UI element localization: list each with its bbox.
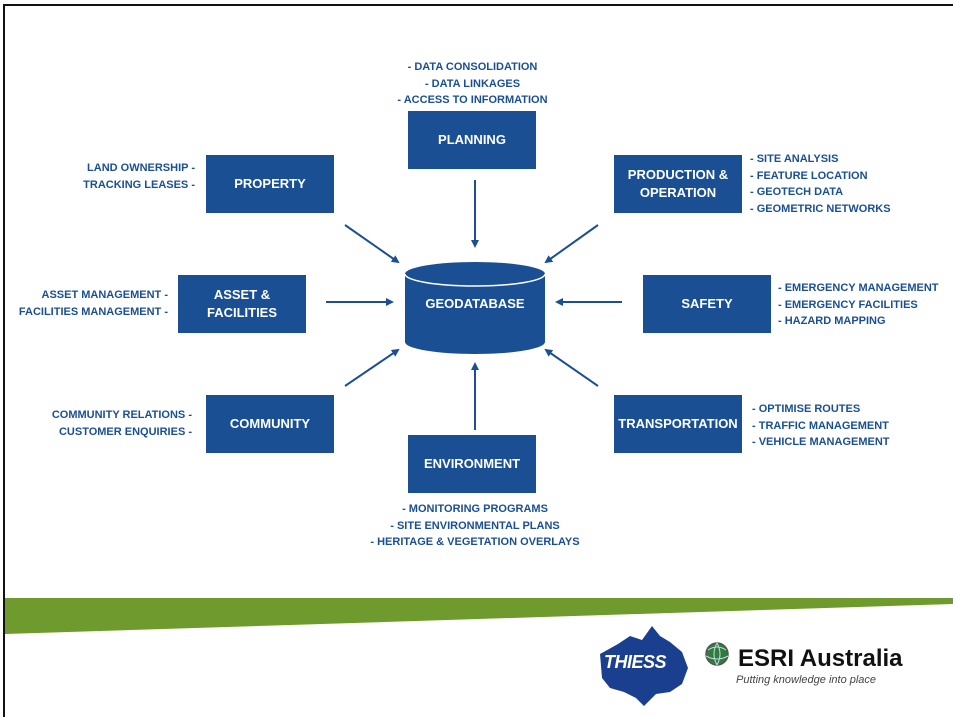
safety-notes: - EMERGENCY MANAGEMENT - EMERGENCY FACIL… xyxy=(778,280,939,330)
geodatabase-label: GEODATABASE xyxy=(425,296,525,311)
asset-notes: ASSET MANAGEMENT - FACILITIES MANAGEMENT… xyxy=(8,287,168,320)
esri-logo-text: ESRI Australia xyxy=(738,645,903,672)
esri-tagline: Putting knowledge into place xyxy=(736,674,877,686)
note-item: COMMUNITY RELATIONS - xyxy=(51,409,192,421)
thiess-logo-icon xyxy=(600,626,688,706)
note-item: - GEOMETRIC NETWORKS xyxy=(750,202,891,215)
note-item: - SITE ANALYSIS xyxy=(750,153,839,165)
transportation-notes: - OPTIMISE ROUTES - TRAFFIC MANAGEMENT -… xyxy=(752,401,890,451)
planning-box: PLANNING xyxy=(408,111,536,169)
note-item: FACILITIES MANAGEMENT - xyxy=(18,305,168,318)
slide-frame xyxy=(3,4,953,717)
note-item: TRACKING LEASES - xyxy=(83,178,195,191)
transportation-box: TRANSPORTATION xyxy=(614,395,742,453)
note-item: - SITE ENVIRONMENTAL PLANS xyxy=(390,519,560,532)
community-box: COMMUNITY xyxy=(206,395,334,453)
note-item: - MONITORING PROGRAMS xyxy=(402,503,548,515)
note-item: - HAZARD MAPPING xyxy=(778,315,886,327)
planning-notes: - DATA CONSOLIDATION - DATA LINKAGES - A… xyxy=(375,59,570,109)
environment-box: ENVIRONMENT xyxy=(408,435,536,493)
note-item: - EMERGENCY FACILITIES xyxy=(778,298,918,311)
note-item: - DATA CONSOLIDATION xyxy=(407,61,538,73)
note-item: - VEHICLE MANAGEMENT xyxy=(752,436,890,448)
thiess-logo-text: THIESS xyxy=(604,652,667,672)
green-band xyxy=(5,598,953,634)
property-notes: LAND OWNERSHIP - TRACKING LEASES - xyxy=(40,160,195,193)
property-box: PROPERTY xyxy=(206,155,334,213)
asset-facilities-box: ASSET & FACILITIES xyxy=(178,275,306,333)
arrow-transportation xyxy=(544,348,599,387)
production-operation-box: PRODUCTION & OPERATION xyxy=(614,155,742,213)
note-item: CUSTOMER ENQUIRIES - xyxy=(58,425,192,438)
production-notes: - SITE ANALYSIS - FEATURE LOCATION - GEO… xyxy=(750,151,891,217)
note-item: - FEATURE LOCATION xyxy=(750,169,868,182)
environment-notes: - MONITORING PROGRAMS - SITE ENVIRONMENT… xyxy=(355,501,595,551)
database-icon xyxy=(405,262,545,354)
logos-graphic xyxy=(600,626,729,706)
arrow-community xyxy=(344,348,400,387)
note-item: ASSET MANAGEMENT - xyxy=(41,289,169,301)
arrow-property xyxy=(344,224,400,264)
community-notes: COMMUNITY RELATIONS - CUSTOMER ENQUIRIES… xyxy=(30,407,192,440)
note-item: - EMERGENCY MANAGEMENT xyxy=(778,282,939,294)
note-item: - ACCESS TO INFORMATION xyxy=(397,94,548,106)
note-item: LAND OWNERSHIP - xyxy=(87,162,195,174)
note-item: - DATA LINKAGES xyxy=(424,77,521,90)
note-item: - OPTIMISE ROUTES xyxy=(752,403,861,415)
note-item: - GEOTECH DATA xyxy=(750,186,844,198)
safety-box: SAFETY xyxy=(643,275,771,333)
arrow-production xyxy=(544,224,599,264)
note-item: - HERITAGE & VEGETATION OVERLAYS xyxy=(370,536,580,548)
note-item: - TRAFFIC MANAGEMENT xyxy=(752,419,889,432)
